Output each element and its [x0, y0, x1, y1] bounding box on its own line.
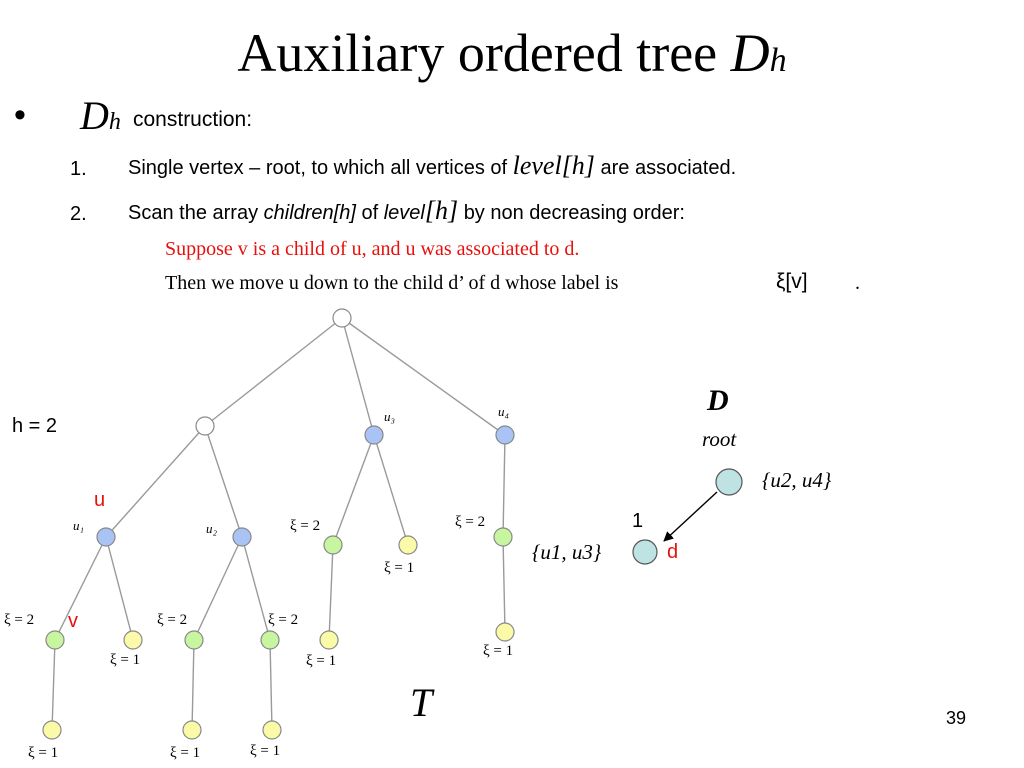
node-u2a-leaf	[182, 720, 202, 740]
edge-u3-a	[332, 434, 375, 546]
xi-label: ξ = 2	[290, 518, 320, 534]
note-end: .	[855, 272, 860, 294]
item-2-text: Scan the array children[h] of level[h] b…	[128, 196, 685, 226]
tree-d-edge	[663, 491, 718, 542]
slide-title: Auxiliary ordered tree Dh	[0, 22, 1024, 84]
tree-t-labels: u₃ u₄ u₁ u₂ ξ = 2 ξ = 1 ξ = 2 ξ = 2 ξ = …	[4, 404, 513, 761]
tree-d-child-node	[632, 539, 658, 565]
xi-label: ξ = 1	[483, 643, 513, 659]
node-v	[45, 630, 65, 650]
h-label: h = 2	[12, 415, 57, 437]
title-sub: h	[769, 42, 787, 79]
edge-u3-b	[373, 434, 409, 546]
bullet-var-sub: h	[108, 109, 121, 135]
node-u4	[495, 425, 515, 445]
item-2-var: [h]	[424, 196, 459, 225]
tree-t-edges	[51, 317, 506, 731]
tree-d-child-name: d	[667, 541, 678, 563]
title-text: Auxiliary ordered tree	[237, 23, 718, 83]
item-2-italic-2: level	[383, 202, 425, 224]
item-2-text-mid: of	[361, 202, 379, 224]
edge-u1-b	[105, 536, 134, 641]
tree-d-root-label: root	[702, 427, 737, 451]
tree-t-name: T	[410, 680, 435, 725]
edge-u2-a	[193, 536, 243, 641]
u-marker: u	[94, 489, 105, 511]
node-u3-child-a	[323, 535, 343, 555]
node-u2	[232, 527, 252, 547]
xi-label: ξ = 1	[306, 653, 336, 669]
edge-root-u3	[341, 317, 375, 436]
edge-u1-v	[54, 536, 107, 641]
node-u3-child-b	[398, 535, 418, 555]
item-1-var: level[h]	[512, 151, 595, 180]
note-xi: ξ[v]	[776, 270, 808, 293]
node-u4-child	[493, 527, 513, 547]
xi-label: ξ = 1	[170, 745, 200, 761]
node-u3	[364, 425, 384, 445]
page-number: 39	[945, 708, 966, 728]
edge-u3a-leaf	[328, 544, 334, 641]
v-marker: v	[68, 610, 78, 632]
item-1-number: 1.	[70, 158, 87, 180]
label-u4: u₄	[498, 404, 510, 419]
bullet-var-letter: D	[80, 93, 109, 138]
node-root	[332, 308, 352, 328]
xi-label: ξ = 2	[455, 514, 485, 530]
tree-d-name: D	[706, 384, 729, 417]
tree-d-root-set: {u2, u4}	[762, 468, 832, 492]
node-u3a-leaf	[319, 630, 339, 650]
item-2-italic-1: children[h]	[263, 202, 356, 224]
item-2-number: 2.	[70, 203, 87, 225]
edge-internal-u2	[204, 425, 243, 538]
item-1-text: Single vertex – root, to which all verti…	[128, 151, 736, 181]
node-v-leaf	[42, 720, 62, 740]
tree-d-child-set: {u1, u3}	[532, 540, 602, 564]
tree-t-nodes	[42, 308, 515, 740]
bullet-text: construction:	[133, 108, 253, 131]
note-red: Suppose v is a child of u, and u was ass…	[165, 238, 580, 260]
bullet-var: Dh	[80, 92, 121, 139]
edge-internal-u1	[105, 425, 206, 538]
edge-u4a-leaf	[502, 536, 506, 633]
edge-u2b-leaf	[269, 639, 273, 731]
edge-u2-b	[241, 536, 271, 641]
edge-v-leaf	[51, 639, 56, 731]
xi-label: ξ = 2	[4, 612, 34, 628]
edge-u2a-leaf	[191, 639, 195, 731]
label-u3: u₃	[384, 409, 395, 424]
node-u2b-leaf	[262, 720, 282, 740]
node-u2-child-a	[184, 630, 204, 650]
label-u1: u₁	[73, 518, 84, 533]
tree-d-edge-label: 1	[632, 510, 643, 532]
label-u2: u₂	[206, 521, 218, 536]
item-1-text-a: Single vertex – root, to which all verti…	[128, 157, 508, 179]
xi-label: ξ = 2	[157, 612, 187, 628]
xi-label: ξ = 1	[384, 560, 414, 576]
item-2-text-a: Scan the array	[128, 202, 259, 224]
title-var: D	[730, 23, 770, 83]
node-u1-child-b	[123, 630, 143, 650]
item-2-text-b: by non decreasing order:	[463, 202, 685, 224]
node-internal	[195, 416, 215, 436]
xi-label: ξ = 1	[110, 652, 140, 668]
tree-d-root-node	[715, 468, 743, 496]
node-u1	[96, 527, 116, 547]
bullet-symbol: •	[14, 96, 26, 134]
xi-label: ξ = 1	[250, 743, 280, 759]
xi-label: ξ = 1	[28, 745, 58, 761]
edge-root-u4	[341, 317, 506, 436]
edge-u4-a	[502, 434, 506, 538]
edge-root-internal	[204, 317, 343, 427]
note-black: Then we move u down to the child d’ of d…	[165, 272, 619, 294]
xi-label: ξ = 2	[268, 612, 298, 628]
node-u4a-leaf	[495, 622, 515, 642]
node-u2-child-b	[260, 630, 280, 650]
item-1-text-b: are associated.	[600, 157, 737, 179]
